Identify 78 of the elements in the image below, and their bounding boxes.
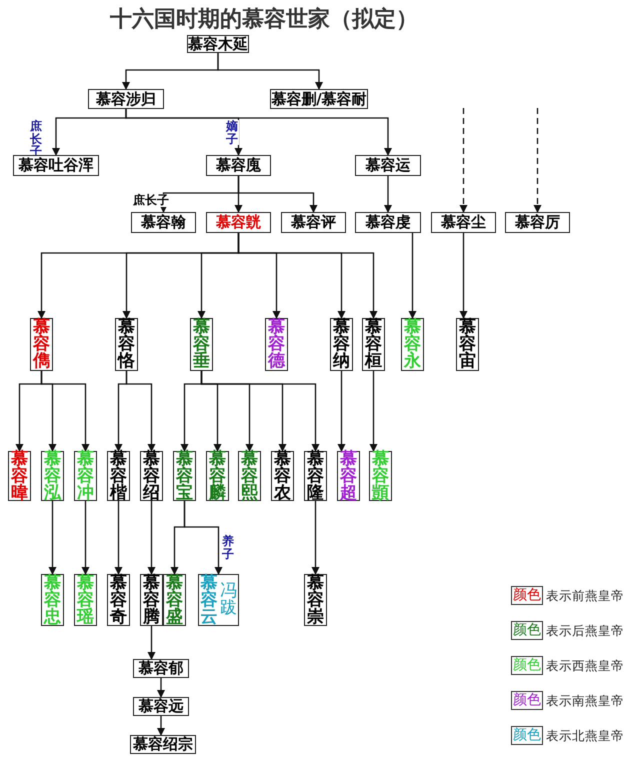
- legend-label: 表示北燕皇帝: [546, 728, 624, 745]
- legend-label: 表示西燕皇帝: [546, 658, 624, 675]
- name-box: 慕容垂: [190, 318, 213, 371]
- arrow: [408, 233, 416, 319]
- arrow: [238, 176, 318, 213]
- name-box: 慕容恪: [115, 318, 138, 371]
- legend-swatch: 颜色: [511, 691, 543, 710]
- arrow: [148, 501, 156, 575]
- name-box: 慕容翰: [131, 212, 196, 233]
- arrow: [40, 371, 90, 452]
- edge-label: 嫡子: [226, 120, 239, 146]
- arrow: [338, 371, 346, 452]
- arrow: [126, 371, 156, 452]
- name-box: 慕容泓: [41, 451, 64, 501]
- legend-label: 表示前燕皇帝: [546, 588, 624, 605]
- legend-swatch: 颜色: [511, 586, 543, 605]
- name-box: 慕容涉归: [88, 89, 164, 109]
- name-box: 慕容运: [355, 155, 421, 176]
- legend-swatch: 颜色: [511, 621, 543, 640]
- name-box: 慕容瑶: [74, 574, 97, 626]
- arrow: [370, 371, 378, 452]
- name-box: 慕容尘: [431, 212, 496, 233]
- arrow: [238, 233, 378, 319]
- name-box: 慕容楷: [107, 451, 130, 501]
- name-box: 慕容奇: [107, 574, 130, 626]
- name-box: 慕容崇: [304, 574, 327, 626]
- title: 十六国时期的慕容世家（拟定）: [110, 6, 418, 34]
- name-box: 慕容超: [337, 451, 360, 501]
- arrow: [157, 678, 165, 698]
- name-box: 慕容盛: [163, 574, 186, 626]
- arrow: [157, 716, 165, 736]
- name-box: 慕容儁: [30, 318, 53, 371]
- name-box: 慕容冲: [74, 451, 97, 501]
- name-box: 慕容木延: [187, 35, 249, 53]
- name-box: 慕容永: [401, 318, 424, 371]
- legend-label: 表示后燕皇帝: [546, 623, 624, 640]
- name-box: 慕容厉: [505, 212, 570, 233]
- name-box: 慕容宙: [456, 318, 479, 371]
- arrow: [184, 501, 222, 575]
- name-box: 慕容桓: [362, 318, 385, 371]
- name-box: 慕容绍: [140, 451, 163, 501]
- name-box: 慕容隆: [304, 451, 327, 501]
- arrow: [125, 109, 392, 156]
- arrow: [534, 108, 542, 213]
- arrow: [148, 626, 156, 660]
- name-box: 慕容宝: [173, 451, 196, 501]
- arrow: [82, 501, 90, 575]
- arrow: [384, 176, 392, 213]
- arrow: [217, 53, 323, 90]
- arrow: [114, 501, 122, 575]
- name-box: 慕容远: [133, 697, 189, 716]
- name-box: 慕容忠: [41, 574, 64, 626]
- name-box: 慕容评: [281, 212, 346, 233]
- name-box: 慕容廆: [206, 155, 271, 176]
- legend-swatch: 颜色: [511, 656, 543, 675]
- name-box: 慕容顗: [369, 451, 392, 501]
- name-box: 慕容农: [271, 451, 294, 501]
- legend-swatch: 颜色: [511, 726, 543, 745]
- arrow: [460, 108, 468, 213]
- arrow: [312, 501, 320, 575]
- name-box: 慕容皝: [206, 212, 271, 233]
- name-box: 慕容麟: [206, 451, 229, 501]
- name-box: 慕容郁: [133, 659, 189, 678]
- name-box: 慕容绍宗: [130, 735, 196, 754]
- arrow: [48, 501, 56, 575]
- name-box: 慕容暐: [8, 451, 31, 501]
- name-box: 慕容腾: [140, 574, 163, 626]
- name-box: 慕容熙: [238, 451, 261, 501]
- name-box: 慕容纳: [330, 318, 353, 371]
- edge-label: 养子: [222, 535, 235, 560]
- arrow: [460, 233, 468, 319]
- name-box: 慕容德: [265, 318, 288, 371]
- legend-label: 表示南燕皇帝: [546, 693, 624, 710]
- arrow: [200, 371, 320, 452]
- name-box: 慕容吐谷浑: [13, 155, 99, 176]
- name-box: 慕容虔: [355, 212, 421, 233]
- edge-label: 庶长子: [133, 194, 169, 207]
- name-box: 慕容删/慕容耐: [270, 89, 368, 109]
